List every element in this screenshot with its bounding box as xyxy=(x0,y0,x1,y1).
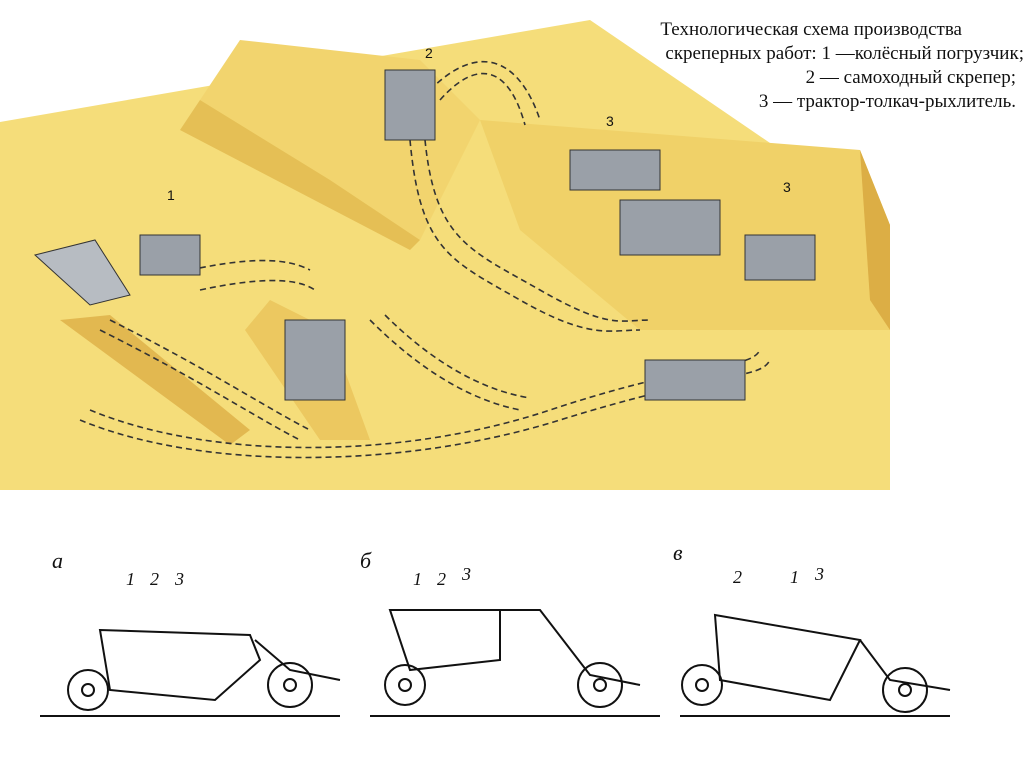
machine-label-2: 2 xyxy=(425,45,433,61)
diagram-letter-c: в xyxy=(673,540,683,565)
diagram-b-label-1: 1 xyxy=(413,569,422,589)
diagram-a-label-1: 1 xyxy=(126,569,135,589)
diagram-b xyxy=(370,609,660,717)
right-slope xyxy=(860,150,890,330)
pusher-tractor-3b xyxy=(744,234,816,281)
diagram-c-label-2: 2 xyxy=(733,567,742,587)
scheme-caption: Технологическая схема производства скреп… xyxy=(564,18,1024,114)
diagram-c xyxy=(680,613,951,717)
scraper-loading xyxy=(619,199,721,256)
diagram-letter-b: б xyxy=(360,548,372,573)
hopper xyxy=(33,239,131,306)
machine-label-3b: 3 xyxy=(783,179,791,195)
scraper-in-cut xyxy=(284,319,346,401)
scraper-hauling xyxy=(644,359,746,401)
embankment-slope xyxy=(180,100,420,250)
wheel-loader-1 xyxy=(139,234,201,276)
diagram-b-label-2: 2 xyxy=(437,569,446,589)
diagram-a xyxy=(40,628,341,717)
caption-line-1: Технологическая схема производства xyxy=(660,19,962,40)
diagram-c-label-3: 3 xyxy=(814,564,824,584)
self-propelled-scraper-2 xyxy=(384,69,436,141)
diagram-b-label-3: 3 xyxy=(461,564,471,584)
diagram-letter-a: а xyxy=(52,548,63,573)
machine-label-1: 1 xyxy=(167,187,175,203)
scraper-diagrams xyxy=(40,609,951,717)
diagram-a-label-2: 2 xyxy=(150,569,159,589)
pusher-tractor-3 xyxy=(569,149,661,191)
diagram-c-label-1: 1 xyxy=(790,567,799,587)
caption-line-3: 2 — самоходный скрепер; xyxy=(805,67,1016,88)
machine-label-3: 3 xyxy=(606,113,614,129)
machines xyxy=(33,69,816,401)
diagram-a-label-3: 3 xyxy=(174,569,184,589)
lower-trench-slope xyxy=(60,315,250,445)
caption-line-2: скреперных работ: 1 —колёсный погрузчик; xyxy=(665,43,1024,64)
terrain-illustration: 1 2 3 3 xyxy=(0,20,890,490)
caption-line-4: 3 — трактор-толкач-рыхлитель. xyxy=(758,91,1016,112)
